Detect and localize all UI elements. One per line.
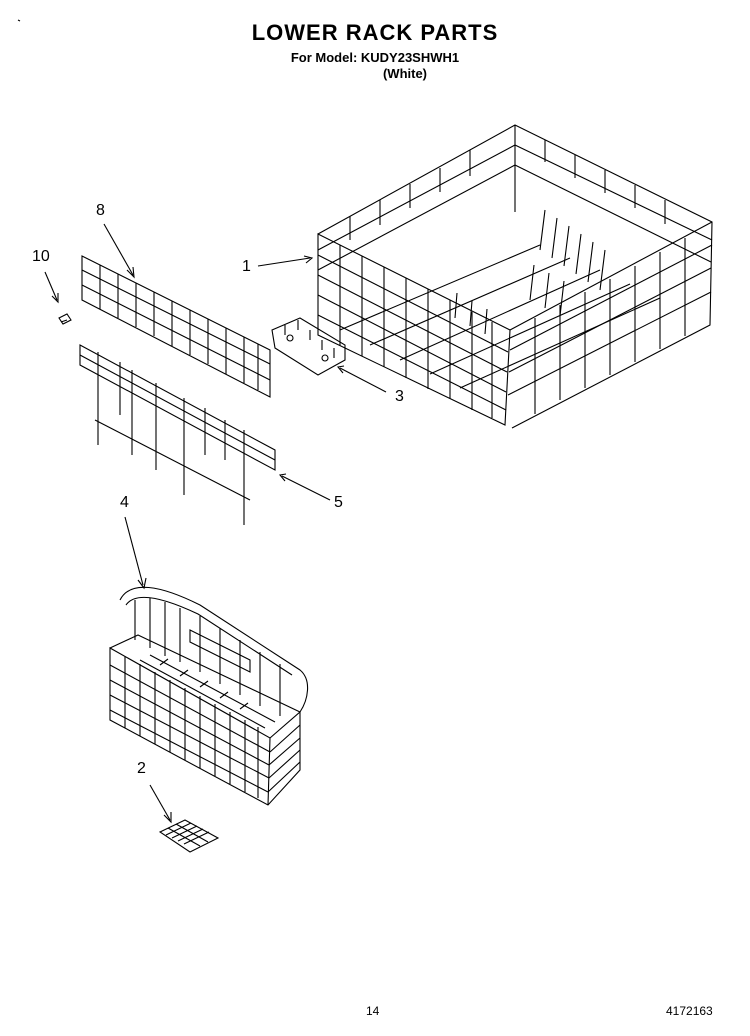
page-title: LOWER RACK PARTS [251, 20, 499, 45]
wire-tine-row [80, 345, 275, 525]
rack-clip [59, 314, 71, 324]
leader-lines [45, 224, 386, 822]
callout-2: 2 [137, 760, 146, 777]
rack-guard-grid [82, 256, 270, 397]
page-number: 14 [366, 1004, 380, 1018]
scan-speck [18, 20, 20, 21]
silverware-basket [110, 587, 308, 805]
callout-8: 8 [96, 202, 105, 219]
lower-rack [318, 125, 712, 428]
callout-5: 5 [334, 494, 343, 511]
callout-10: 10 [32, 248, 50, 265]
document-number: 4172163 [666, 1004, 713, 1018]
rack-bumper [272, 318, 345, 375]
callout-1: 1 [242, 258, 251, 275]
model-line: For Model: KUDY23SHWH1 [290, 50, 460, 65]
callout-3: 3 [395, 388, 404, 405]
callout-4: 4 [120, 494, 129, 511]
grid-insert [160, 820, 218, 852]
variant-label: (White) [382, 66, 428, 81]
